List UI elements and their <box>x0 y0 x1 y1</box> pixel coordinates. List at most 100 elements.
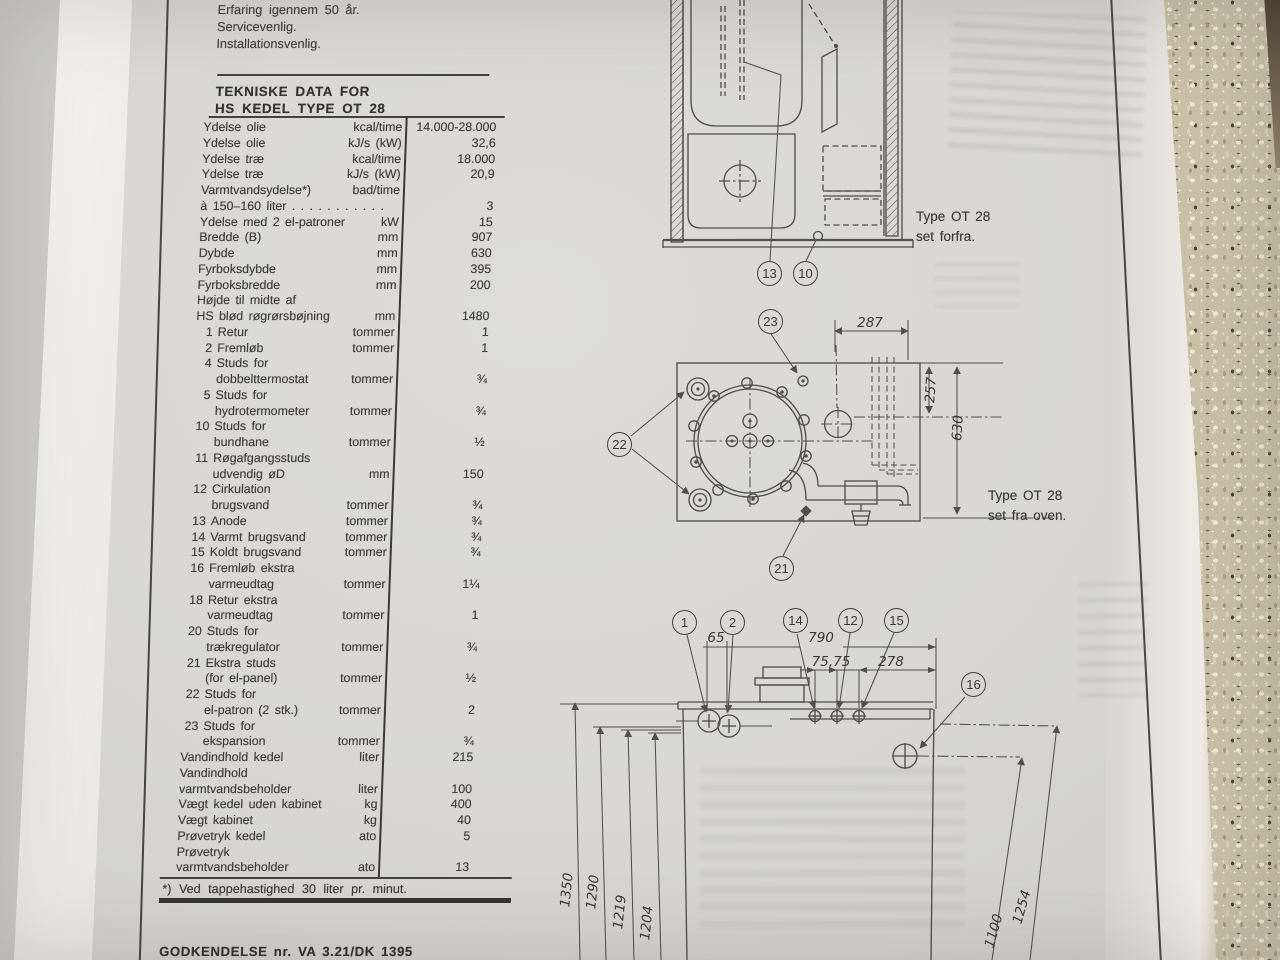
spec-row-value: 40 <box>456 813 472 827</box>
intro-line: Servicevenlig. <box>216 18 297 34</box>
bleed-through-text <box>700 768 965 928</box>
spec-row-label: Ydelse træ <box>201 167 264 182</box>
intro-line: Installationsvenlig. <box>216 35 322 51</box>
spec-row-number: 5 <box>203 387 211 402</box>
spec-row-unit: mm <box>375 277 397 292</box>
spec-row-number: 15 <box>190 545 206 560</box>
spec-row-label: Fremløb <box>217 340 264 355</box>
spec-row-number: 13 <box>191 513 207 528</box>
spec-row-label: Retur ekstra <box>207 592 278 607</box>
top-view-caption-line: Type OT 28 <box>988 488 1063 503</box>
spec-row-label: Vægt kabinet <box>177 813 254 827</box>
spec-row-label: Ydelse olie <box>202 135 266 150</box>
callout-23: 23 <box>758 309 783 334</box>
spec-row-number: 1 <box>205 324 214 339</box>
front-view-caption-line: Type OT 28 <box>916 209 991 224</box>
spec-row-unit: tommer <box>345 529 388 544</box>
spec-row-number: 23 <box>184 718 199 733</box>
spec-row: Prøvetryk <box>173 845 474 861</box>
front-view-caption: Type OT 28 set forfra. <box>916 207 990 246</box>
spec-row-label: Koldt brugsvand <box>209 545 302 560</box>
spec-row-label: udvendig øD <box>212 466 286 481</box>
rule-above-title <box>217 74 490 76</box>
table-title: TEKNISKE DATA FOR HS KEDEL TYPE OT 28 <box>215 84 387 117</box>
spec-row-label: Studs for <box>206 624 259 638</box>
spec-row-value: 907 <box>471 230 493 245</box>
spec-row-label: Vandindhold kedel <box>179 750 284 764</box>
dim-75-75: 75,75 <box>811 654 851 670</box>
dim-257: 257 <box>922 376 940 404</box>
spec-row: Vandindhold <box>176 766 477 782</box>
callout-16: 16 <box>961 672 986 697</box>
spec-row-unit: tommer <box>337 734 381 749</box>
spec-row-value: 13 <box>455 860 470 875</box>
spec-row-value: 2 <box>467 702 476 717</box>
approval-number: GODKENDELSE nr. VA 3.21/DK 1395 <box>158 944 414 959</box>
spec-row-value: ¾ <box>476 372 488 386</box>
spec-row-value: 3 <box>486 198 494 213</box>
spec-row-label: Cirkulation <box>211 482 271 497</box>
top-view-caption: Type OT 28 set fra oven. <box>988 486 1066 525</box>
spec-row-value: 215 <box>452 750 474 764</box>
spec-row-value: 630 <box>470 246 492 260</box>
bleed-through-text <box>947 10 1148 158</box>
spec-row-value: 20,9 <box>470 167 495 182</box>
spec-row-label: varmtvandsbeholder <box>178 781 292 796</box>
spec-row-unit: tommer <box>341 639 384 654</box>
spec-row-number: 21 <box>186 655 201 670</box>
spec-row-value: ¾ <box>475 403 487 418</box>
spec-row-label: Anode <box>210 513 248 528</box>
spec-row-number: 14 <box>191 529 206 544</box>
spec-row-value: ¾ <box>471 513 483 528</box>
spec-row-unit: liter <box>357 781 379 796</box>
dim-1350: 1350 <box>557 872 577 908</box>
spec-row-label: Studs for <box>203 718 256 733</box>
spec-row-label: brugsvand <box>211 498 270 512</box>
spec-row-label: Studs for <box>216 356 269 371</box>
spec-row-value: 200 <box>469 277 491 292</box>
spec-row-label: el-patron (2 stk.) <box>203 702 299 717</box>
spec-row-number: 20 <box>187 624 203 638</box>
spec-row-label: varmeudtag <box>207 608 274 623</box>
spec-row-number: 22 <box>185 687 200 701</box>
spec-row-label: varmeudtag <box>208 576 275 591</box>
spec-row-label: varmtvandsbeholder <box>175 860 289 875</box>
spec-row-unit: tommer <box>342 608 385 623</box>
section-divider-heavy-line <box>158 898 512 903</box>
spec-row-value: 15 <box>478 214 494 229</box>
spec-sheet-left-column: Erfaring igennem 50 år. Servicevenlig. I… <box>159 0 512 960</box>
spec-row-unit: kcal/time <box>353 120 403 134</box>
spec-row-number: 4 <box>204 356 212 371</box>
spec-row-label: dobbelttermostat <box>215 372 309 386</box>
spec-row-label: Fyrboksbredde <box>197 277 281 292</box>
table-bottom-line <box>159 877 512 879</box>
spec-row-unit: tommer <box>350 372 394 386</box>
dim-287: 287 <box>857 315 883 331</box>
spec-row-number: 16 <box>190 561 205 575</box>
spec-row-value: 395 <box>470 261 492 276</box>
dim-1290: 1290 <box>583 874 603 910</box>
spec-row-unit: kg <box>363 813 378 827</box>
spec-row-unit: tommer <box>346 498 389 512</box>
spec-row-label: ekspansion <box>202 734 266 749</box>
spec-row: 4 Studs for <box>191 356 492 372</box>
spec-row: Vægt kabinet kg 40 <box>175 813 476 829</box>
spec-row-label: Ydelse træ <box>201 151 265 166</box>
top-view-caption-line: set fra oven. <box>988 507 1067 523</box>
